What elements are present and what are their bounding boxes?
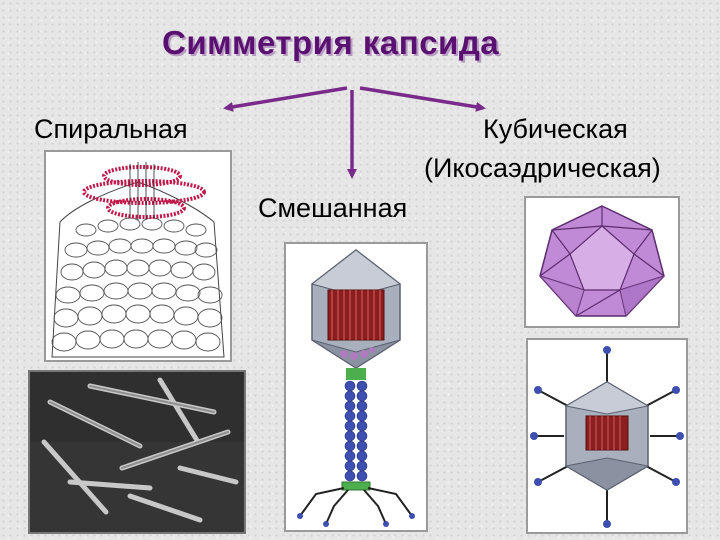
spiral-capsid-image xyxy=(44,150,232,362)
icosahedron-image xyxy=(524,196,680,328)
icosahedral-virus-model xyxy=(526,338,688,534)
mixed-label: Смешанная xyxy=(258,193,408,223)
arrow-left-icon xyxy=(223,86,348,112)
arrow-right-icon xyxy=(359,86,486,112)
diagram-title: Симметрия капсида xyxy=(162,24,500,61)
bacteriophage-image xyxy=(284,242,428,532)
rod-virus-micrograph xyxy=(28,370,246,534)
spiral-label: Спиральная xyxy=(34,114,188,144)
cubic-label: Кубическая xyxy=(483,114,628,144)
icosahedral-label: (Икосаэдрическая) xyxy=(424,153,661,183)
